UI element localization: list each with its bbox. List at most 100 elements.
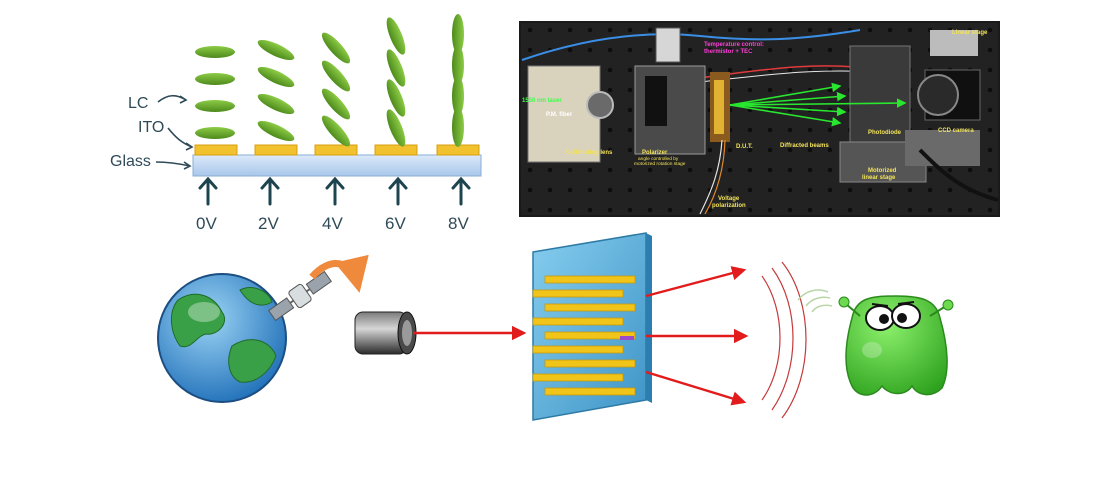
- alien-icon: [838, 295, 954, 396]
- voltage-label-8v: 8V: [448, 214, 469, 233]
- interdigitated-electrodes: [532, 275, 636, 396]
- ito-electrode: [314, 144, 358, 156]
- electrode-bar: [532, 345, 624, 354]
- lc-molecule: [452, 14, 464, 54]
- wavefront-arc: [761, 275, 781, 401]
- glass-substrate: [192, 154, 482, 177]
- up-arrow-icon: [260, 176, 280, 206]
- voltage-label-0v: 0V: [196, 214, 217, 233]
- voltage-label-6v: 6V: [385, 214, 406, 233]
- electrode-bar: [544, 359, 636, 368]
- polarizer-body: [645, 76, 667, 126]
- ito-electrode: [254, 144, 298, 156]
- lc-molecule: [321, 115, 351, 147]
- ito-electrode: [374, 144, 418, 156]
- photo-label-diffracted-beams: Diffracted beams: [780, 143, 829, 149]
- up-arrow-icon: [451, 176, 471, 206]
- photo-label-voltage-1: Voltage: [718, 196, 740, 202]
- photo-label-temperature-control: Temperature control:: [704, 42, 764, 48]
- ito-electrode: [194, 144, 238, 156]
- ito-electrodes: [194, 144, 480, 156]
- lc-pointer-arrowhead: [179, 95, 188, 104]
- lc-molecule: [386, 79, 406, 117]
- diffracted-beam: [729, 91, 847, 106]
- wavefront-arc: [771, 267, 794, 411]
- diffracted-beams: [729, 82, 907, 127]
- lc-molecule: [257, 93, 295, 115]
- ito-pointer-arrowhead: [185, 142, 194, 151]
- label-glass: Glass: [110, 153, 151, 170]
- electrode-highlight: [620, 336, 634, 340]
- label-pointer-arrows: [155, 94, 194, 170]
- lc-molecule: [321, 60, 351, 92]
- lc-column-2v: [257, 39, 295, 142]
- lc-column-8v: [452, 14, 464, 147]
- lc-molecule: [386, 49, 406, 87]
- lc-molecule: [452, 107, 464, 147]
- photo-label-pm-fiber: P.M. fiber: [546, 112, 573, 118]
- voltage-label-2v: 2V: [258, 214, 279, 233]
- photo-label-photodiode: Photodiode: [868, 130, 901, 136]
- photo-label-motorized-1: Motorized: [868, 168, 897, 174]
- lc-cell-diagram: LC ITO Glass 0V 2V 4V 6V 8V: [110, 14, 482, 233]
- steered-beam-down: [645, 370, 747, 406]
- electrode-bar: [544, 303, 636, 312]
- lc-column-4v: [321, 32, 351, 147]
- photo-label-ccd-camera: CCD camera: [938, 128, 974, 134]
- collimating-lens: [586, 91, 614, 119]
- up-arrow-icon: [388, 176, 408, 206]
- diffracted-beam: [729, 98, 907, 108]
- lab-setup-photo: [519, 21, 1000, 217]
- wavefront-arc: [781, 261, 807, 419]
- diffracted-beam: [729, 104, 842, 127]
- label-lc: LC: [128, 95, 148, 112]
- glass-pointer-arrowhead: [183, 161, 192, 170]
- electrode-bar: [544, 387, 636, 396]
- lc-molecule: [257, 120, 295, 142]
- steered-beam-up: [645, 266, 747, 298]
- voltage-wire: [704, 139, 726, 215]
- translation-stage: [905, 130, 980, 166]
- photo-label-linear-stage: Linear stage: [952, 30, 988, 36]
- photo-label-voltage-2: polarization: [712, 203, 746, 209]
- lc-column-0v: [195, 46, 235, 139]
- wavefront-arcs: [761, 261, 807, 419]
- laser-lens-icon: [354, 311, 417, 355]
- linear-stage-rail: [930, 30, 978, 56]
- dut-sample: [714, 80, 724, 134]
- lc-molecule: [195, 73, 235, 85]
- voltage-wire: [699, 139, 723, 215]
- satellite-icon: [268, 270, 332, 322]
- label-ito: ITO: [138, 119, 164, 136]
- lc-column-6v: [386, 17, 406, 147]
- lc-molecule: [195, 100, 235, 112]
- photo-label-laser: 1550 nm laser: [522, 98, 562, 104]
- up-arrow-icon: [325, 176, 345, 206]
- lc-molecule: [452, 45, 464, 85]
- voltage-label-4v: 4V: [322, 214, 343, 233]
- fiber-mount: [527, 65, 601, 163]
- lc-molecule: [257, 39, 295, 61]
- lc-molecule: [321, 32, 351, 64]
- lc-molecule: [452, 76, 464, 116]
- rotation-stage: [655, 27, 681, 63]
- up-arrow-icon: [198, 176, 218, 206]
- photo-label-dut: D.U.T.: [736, 144, 753, 150]
- lc-grating-panel: [532, 232, 652, 421]
- photo-label-polarizer-note-2: motorized rotation stage: [634, 162, 686, 167]
- stage-cable: [918, 148, 999, 202]
- electrode-bar: [532, 317, 624, 326]
- electrode-bar: [544, 275, 636, 284]
- curved-arrow-icon: [309, 254, 369, 293]
- voltage-arrows: [198, 176, 471, 206]
- ccd-lens: [917, 74, 959, 116]
- diffracted-beam: [729, 104, 847, 117]
- lc-molecule: [386, 109, 406, 147]
- diffracted-beam: [729, 82, 842, 106]
- lc-molecule: [195, 127, 235, 139]
- photo-label-polarizer: Polarizer: [642, 150, 668, 156]
- signal-arcs-icon: [797, 289, 833, 313]
- lc-molecule: [386, 17, 406, 55]
- lc-molecule: [195, 46, 235, 58]
